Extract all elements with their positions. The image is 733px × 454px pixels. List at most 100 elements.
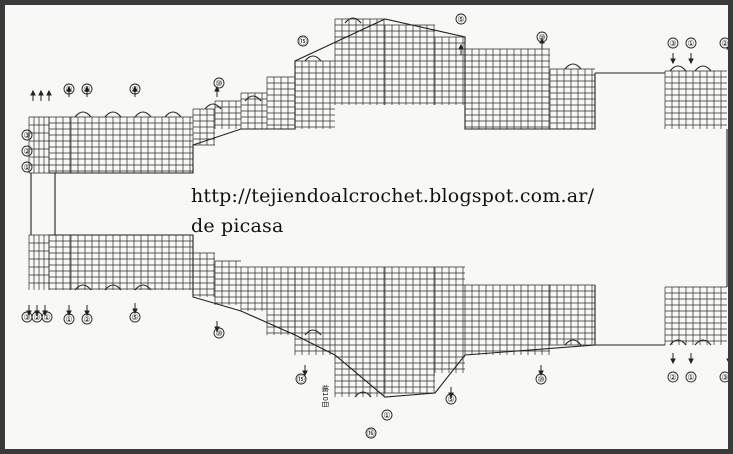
stitch-arc — [104, 111, 122, 118]
arrow-head — [726, 358, 728, 363]
top-outline — [49, 18, 596, 174]
top-marker-label: ① — [65, 85, 72, 94]
bottom-left-label: ③ — [23, 313, 30, 322]
top-right-label-ring — [667, 37, 679, 49]
stitch-arc — [74, 111, 92, 118]
bottom-left-label: ② — [33, 313, 40, 322]
bottom-right-label: ① — [687, 373, 694, 382]
bottom-left-label: ⑤ — [131, 313, 138, 322]
bottom-left-label-ring — [63, 313, 75, 325]
stitch-arc — [564, 63, 582, 70]
arrow-head — [670, 358, 676, 365]
top-marker-label: ② — [83, 85, 90, 94]
arrow-head — [688, 58, 694, 65]
arrow-head — [38, 89, 44, 96]
top-marker-label-ring — [536, 31, 548, 43]
top-left-label-ring — [21, 161, 33, 173]
stitch-arc — [104, 284, 122, 291]
top-marker-label-ring — [297, 35, 309, 47]
arrow-head — [302, 370, 308, 377]
top-left-label: ③ — [23, 131, 30, 140]
bottom-right-label-ring — [685, 371, 697, 383]
top-marker-label-ring — [63, 83, 75, 95]
top-left-label: ① — [23, 163, 30, 172]
bottom-mid-label: ⑮ — [297, 375, 305, 384]
arrow-head — [132, 308, 138, 315]
top-left-label-ring — [21, 129, 33, 141]
arrow-head — [688, 358, 694, 365]
bottom-left-label-ring — [129, 311, 141, 323]
bottom-outline — [49, 234, 596, 398]
bottom-mid-label-ring — [535, 373, 547, 385]
bottom-right-label: ② — [669, 373, 676, 382]
watermark-source: de picasa — [191, 215, 284, 237]
top-right-label-ring — [685, 37, 697, 49]
stitch-arc — [694, 65, 712, 72]
stitch-arc — [304, 55, 322, 62]
stitch-arc — [354, 391, 372, 398]
bottom-left-label: ① — [43, 313, 50, 322]
bottom-left-label-ring — [81, 313, 93, 325]
bottom-right-label-ring — [667, 371, 679, 383]
bottom-right-label: ③ — [721, 373, 728, 382]
watermark: http://tejiendoalcrochet.blogspot.com.ar… — [191, 181, 594, 241]
chart-outline — [30, 17, 728, 398]
bottom-mid-label-ring — [445, 393, 457, 405]
arrow-head — [132, 85, 138, 92]
stitch-arc — [244, 95, 262, 102]
top-marker-label: ⑩ — [215, 79, 222, 88]
arrow-head — [30, 89, 36, 96]
bottom-center-label-ring — [365, 427, 377, 439]
top-right-label: ② — [721, 39, 728, 48]
top-marker-label-ring — [213, 77, 225, 89]
bottom-left-label: ① — [65, 315, 72, 324]
stitch-arc — [74, 284, 92, 291]
bottom-left-label: ② — [83, 315, 90, 324]
stitch-arc — [134, 284, 152, 291]
stitch-arc — [669, 339, 687, 346]
top-marker-label: ⑤ — [457, 15, 464, 24]
bottom-right-label-ring — [719, 371, 728, 383]
stitch-arc — [304, 329, 322, 336]
bottom-mid-label: ⑤ — [447, 395, 454, 404]
top-right-label: ① — [687, 39, 694, 48]
stitch-arc — [344, 17, 362, 24]
bottom-center-label-ring — [381, 409, 393, 421]
vertical-note: 编10目 — [321, 385, 330, 408]
arrow-head — [538, 370, 544, 377]
arrow-head — [46, 89, 52, 96]
top-marker-label: ⑩ — [538, 33, 545, 42]
bottom-left-label: ⑩ — [215, 329, 222, 338]
bottom-mid-label: ⑩ — [537, 375, 544, 384]
bottom-center-label: ⑯ — [367, 429, 375, 438]
bottom-left-label-ring — [41, 311, 53, 323]
bottom-left-label-ring — [213, 327, 225, 339]
arrow-head — [66, 85, 72, 92]
bottom-mid-label-ring — [295, 373, 307, 385]
arrow-head — [214, 85, 220, 92]
stitch-arc — [564, 339, 582, 346]
top-right-label: ③ — [669, 39, 676, 48]
arrow-head — [84, 310, 90, 317]
top-right-label-ring — [719, 37, 728, 49]
arrow-head — [66, 310, 72, 317]
bottom-center-label: ① — [383, 411, 390, 420]
stitch-arc — [204, 103, 222, 110]
top-left-label: ② — [23, 147, 30, 156]
stitch-arc — [134, 111, 152, 118]
stitch-arc — [694, 339, 712, 346]
stitch-arc — [164, 111, 182, 118]
top-marker-label-ring — [81, 83, 93, 95]
stitch-arc — [669, 65, 687, 72]
top-marker-label: ⑮ — [299, 37, 307, 46]
top-marker-label-ring — [455, 13, 467, 25]
arrow-head — [84, 85, 90, 92]
top-marker-label-ring — [129, 83, 141, 95]
arrow-head — [670, 58, 676, 65]
top-left-label-ring — [21, 145, 33, 157]
arrow-markers — [26, 37, 728, 399]
stitch-grid — [28, 18, 727, 397]
